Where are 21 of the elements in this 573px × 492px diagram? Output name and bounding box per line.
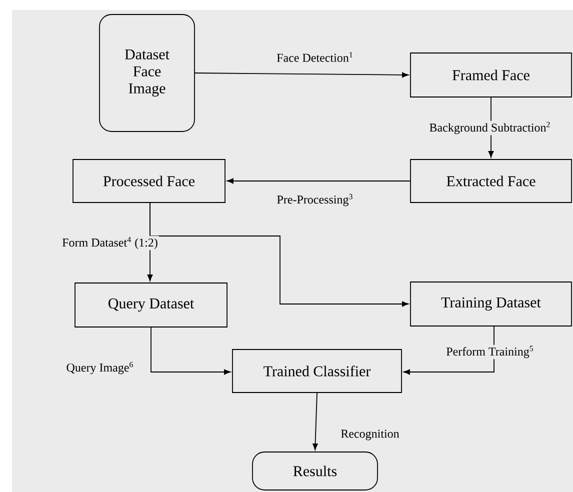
process-box: Query Dataset [74,282,228,328]
edge-label: Form Dataset$^{4}$ (1:2) [61,236,159,250]
arrow [150,327,231,375]
rounded-box: Results [252,452,378,490]
process-box: Trained Classifier [232,349,402,393]
arrow [150,202,409,307]
edge-label: Face Detection$^{1}$ [276,51,354,63]
edge-label: Query Image$^{6}$ [65,360,135,376]
process-box: Extracted Face [410,159,572,203]
process-box: Framed Face [410,52,572,98]
arrow [403,326,494,375]
edge-label: Background Subtraction$^{2}$ [428,120,552,136]
arrow [194,72,409,78]
arrow [226,178,410,184]
rounded-box: Dataset Face Image [99,14,195,132]
edge-label: Perform Training$^{5}$ [445,344,535,360]
edge-label: Pre-Processing$^{3}$ [276,192,354,208]
process-box: Processed Face [72,159,226,203]
edge-label: Recognition [340,428,400,442]
arrow [312,392,318,450]
process-box: Training Dataset [410,282,572,326]
